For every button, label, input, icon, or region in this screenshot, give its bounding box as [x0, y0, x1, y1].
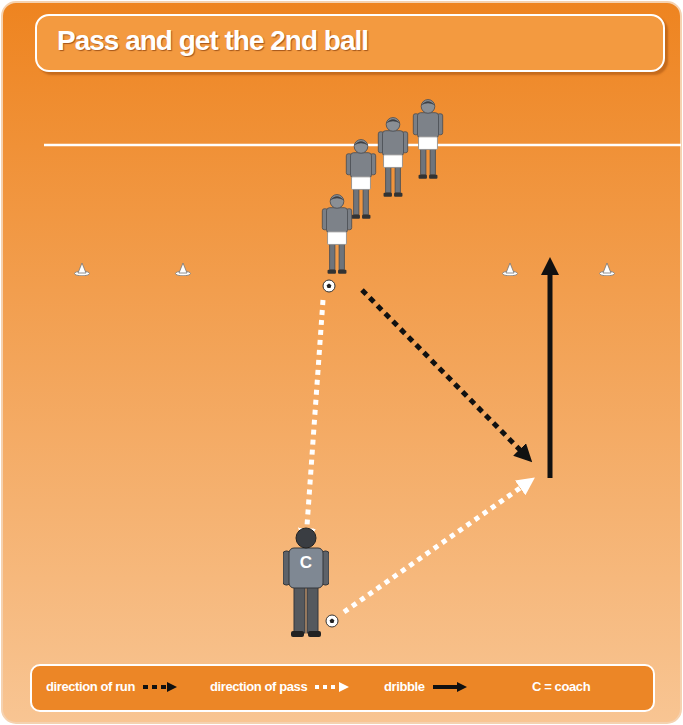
dribble-sample-line — [433, 685, 463, 689]
coach-outline — [283, 527, 329, 639]
cone-marker — [176, 263, 191, 276]
diagram-title: Pass and get the 2nd ball — [57, 25, 368, 57]
coach-boot — [291, 631, 304, 637]
dribble-arrow — [548, 263, 553, 478]
legend-sample — [431, 680, 471, 694]
legend-box: direction of run direction of pass dribble… — [30, 664, 655, 712]
run-arrow — [362, 290, 528, 458]
cone-marker — [600, 263, 615, 276]
coach-letter: C — [283, 553, 329, 573]
coach-boot — [308, 631, 321, 637]
player-figure — [413, 100, 442, 179]
run-sample-line — [143, 685, 173, 689]
coach-leg — [307, 585, 318, 633]
legend-item: dribble — [384, 679, 471, 694]
coach-head — [296, 528, 316, 548]
title-banner: Pass and get the 2nd ball — [35, 14, 665, 72]
legend-label: dribble — [384, 679, 425, 694]
player-figure — [322, 195, 351, 274]
soccer-ball — [323, 280, 335, 292]
legend-item: direction of run — [46, 679, 181, 694]
pass-arrow — [344, 481, 530, 612]
legend-sample — [141, 680, 181, 694]
legend-label: direction of run — [46, 679, 135, 694]
cone-marker — [75, 263, 90, 276]
legend-item: direction of pass — [210, 679, 353, 694]
coach-leg — [294, 585, 305, 633]
player-figure — [346, 140, 375, 219]
legend-item: C = coach — [532, 679, 590, 694]
legend-sample — [313, 680, 353, 694]
cone-marker — [503, 263, 518, 276]
legend-label: C = coach — [532, 679, 590, 694]
player-figure — [378, 118, 407, 197]
coach-figure: C — [283, 527, 329, 639]
pass-sample-line — [315, 685, 345, 689]
soccer-ball — [326, 615, 338, 627]
pass-arrow — [306, 300, 323, 540]
legend-label: direction of pass — [210, 679, 307, 694]
